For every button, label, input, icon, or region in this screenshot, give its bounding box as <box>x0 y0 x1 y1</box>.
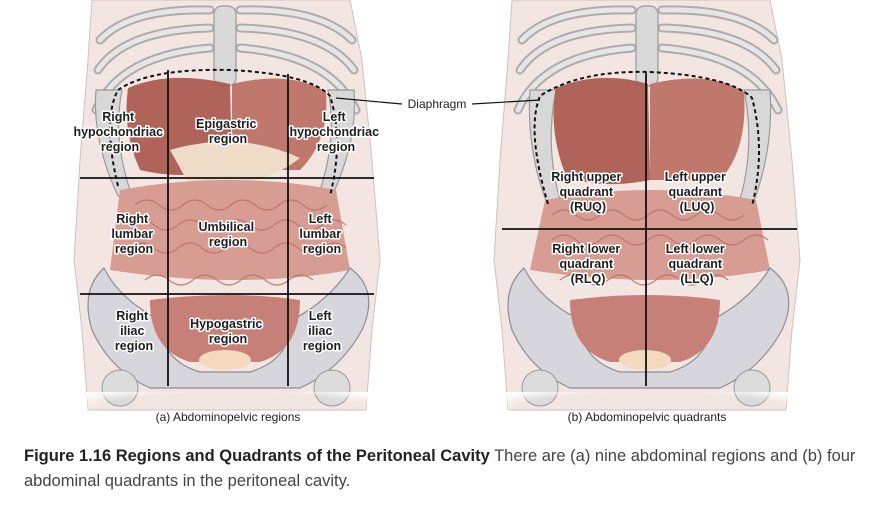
quadrant-labels: Right upper quadrant (RUQ) Left upper qu… <box>550 169 730 288</box>
region-grid-lines <box>80 70 374 386</box>
diaphragm-outline <box>109 68 338 197</box>
label-luq: Left upper quadrant (LUQ) <box>665 170 730 214</box>
diaphragm-outline-right <box>533 70 760 207</box>
label-left-hypochondriac: Left hypochondriac region <box>289 110 382 154</box>
label-llq: Left lower quadrant (LLQ) <box>666 242 729 286</box>
label-left-lumbar: Left lumbar region <box>299 212 344 256</box>
label-ruq: Right upper quadrant (RUQ) <box>551 170 625 214</box>
label-right-lumbar: Right lumbar region <box>111 212 156 256</box>
label-epigastric: Epigastric region <box>196 117 260 146</box>
region-labels: Right hypochondriac region Epigastric re… <box>72 109 382 355</box>
caption-quadrants: (b) Abdominopelvic quadrants <box>568 410 727 424</box>
label-left-iliac: Left iliac region <box>303 309 341 353</box>
diaphragm-leaders <box>335 97 541 105</box>
diaphragm-label: Diaphragm <box>408 97 467 111</box>
label-umbilical: Umbilical region <box>198 220 257 249</box>
figure-caption: Figure 1.16 Regions and Quadrants of the… <box>24 444 874 494</box>
label-right-hypochondriac: Right hypochondriac region <box>73 110 166 154</box>
quadrant-grid-lines <box>502 72 797 386</box>
label-right-iliac: Right iliac region <box>115 309 153 353</box>
abdomen-diagram: Diaphragm Right hypochondriac region Epi… <box>72 0 801 430</box>
label-hypogastric: Hypogastric region <box>190 317 266 346</box>
caption-regions: (a) Abdominopelvic regions <box>156 410 301 424</box>
right-figure <box>493 0 801 430</box>
label-rlq: Right lower quadrant (RLQ) <box>552 242 624 286</box>
figure-caption-title: Figure 1.16 Regions and Quadrants of the… <box>24 447 490 465</box>
left-figure <box>73 0 381 430</box>
figure-caption-text: There are (a) nine abdominal regions and… <box>24 447 856 490</box>
